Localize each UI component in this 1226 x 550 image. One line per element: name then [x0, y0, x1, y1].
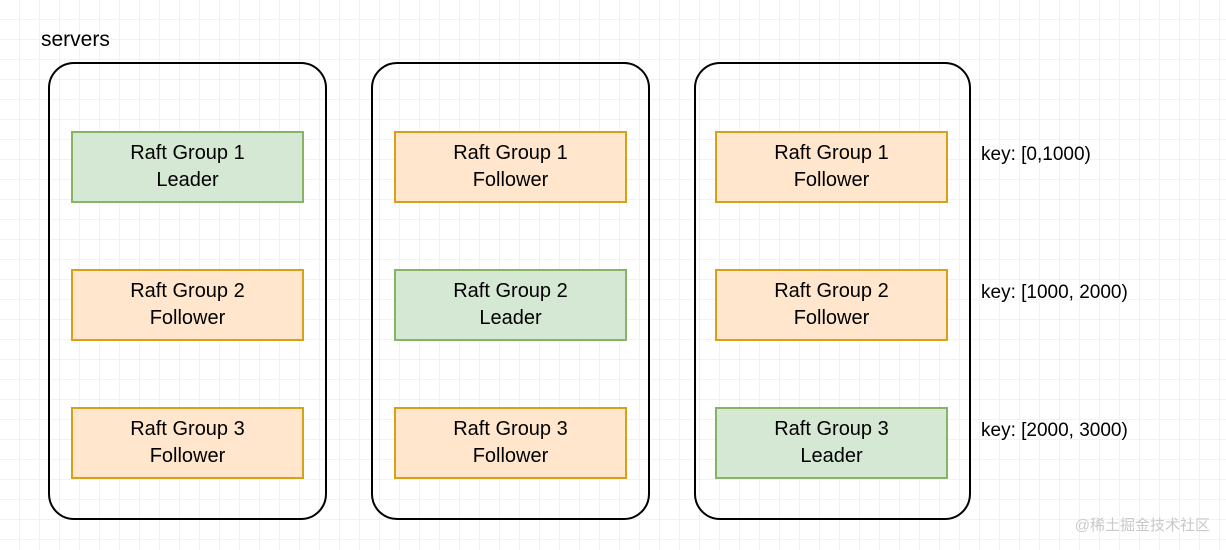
raft-node-group-label: Raft Group 1	[774, 142, 889, 164]
key-range-label-3: key: [2000, 3000)	[981, 420, 1128, 441]
raft-node-role-label: Follower	[793, 169, 870, 191]
raft-node-server1-group3[interactable]: Raft Group 3 Follower	[71, 407, 304, 479]
key-range-label-2: key: [1000, 2000)	[981, 282, 1128, 303]
raft-node-group-label: Raft Group 2	[774, 280, 889, 302]
server-container-3	[694, 62, 971, 520]
raft-node-role-label: Follower	[149, 445, 226, 467]
raft-node-server1-group2[interactable]: Raft Group 2 Follower	[71, 269, 304, 341]
key-range-label-1: key: [0,1000)	[981, 144, 1091, 165]
raft-node-server3-group3[interactable]: Raft Group 3 Leader	[715, 407, 948, 479]
raft-node-group-label: Raft Group 2	[453, 280, 568, 302]
raft-node-role-label: Leader	[479, 307, 542, 329]
raft-node-server2-group3[interactable]: Raft Group 3 Follower	[394, 407, 627, 479]
raft-node-role-label: Follower	[149, 307, 226, 329]
raft-node-group-label: Raft Group 3	[130, 418, 245, 440]
raft-node-group-label: Raft Group 1	[130, 142, 245, 164]
raft-node-group-label: Raft Group 2	[130, 280, 245, 302]
raft-node-server2-group1[interactable]: Raft Group 1 Follower	[394, 131, 627, 203]
raft-node-role-label: Follower	[472, 445, 549, 467]
raft-node-group-label: Raft Group 3	[453, 418, 568, 440]
raft-node-server1-group1[interactable]: Raft Group 1 Leader	[71, 131, 304, 203]
raft-node-server3-group1[interactable]: Raft Group 1 Follower	[715, 131, 948, 203]
raft-node-role-label: Follower	[472, 169, 549, 191]
raft-node-role-label: Follower	[793, 307, 870, 329]
server-container-1	[48, 62, 327, 520]
servers-label: servers	[41, 28, 110, 51]
raft-node-server2-group2[interactable]: Raft Group 2 Leader	[394, 269, 627, 341]
raft-node-role-label: Leader	[800, 445, 863, 467]
raft-node-server3-group2[interactable]: Raft Group 2 Follower	[715, 269, 948, 341]
server-container-2	[371, 62, 650, 520]
raft-node-group-label: Raft Group 3	[774, 418, 889, 440]
raft-node-group-label: Raft Group 1	[453, 142, 568, 164]
watermark: @稀土掘金技术社区	[1074, 517, 1210, 534]
raft-node-role-label: Leader	[156, 169, 219, 191]
